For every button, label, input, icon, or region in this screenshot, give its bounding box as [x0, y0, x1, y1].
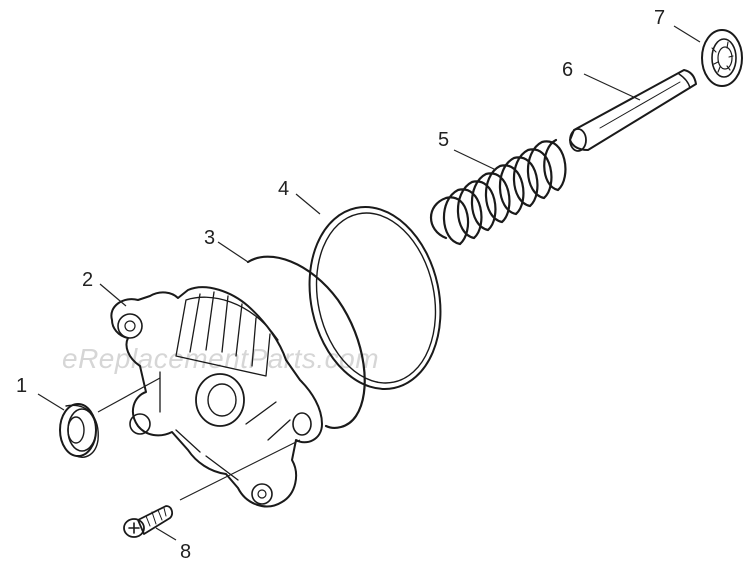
- leader-lines: [37, 25, 701, 541]
- part-7-lock-washer: [701, 29, 743, 87]
- part-1-seal: [59, 403, 99, 458]
- callout-1: 1: [16, 375, 27, 397]
- part-6-pin: [569, 69, 697, 152]
- callout-2: 2: [82, 269, 93, 291]
- callout-5: 5: [438, 129, 449, 151]
- callout-6: 6: [562, 59, 573, 81]
- callout-7: 7: [654, 7, 665, 29]
- callout-8: 8: [180, 541, 191, 563]
- watermark-text: eReplacementParts.com: [62, 343, 379, 374]
- part-2-housing: [110, 286, 323, 508]
- part-4-large-o-ring: [308, 206, 442, 390]
- callout-3: 3: [204, 227, 215, 249]
- part-5-spring: [430, 138, 567, 246]
- callout-4: 4: [278, 178, 289, 200]
- part-3-thin-ring: [246, 255, 366, 429]
- part-8-screw: [123, 505, 173, 538]
